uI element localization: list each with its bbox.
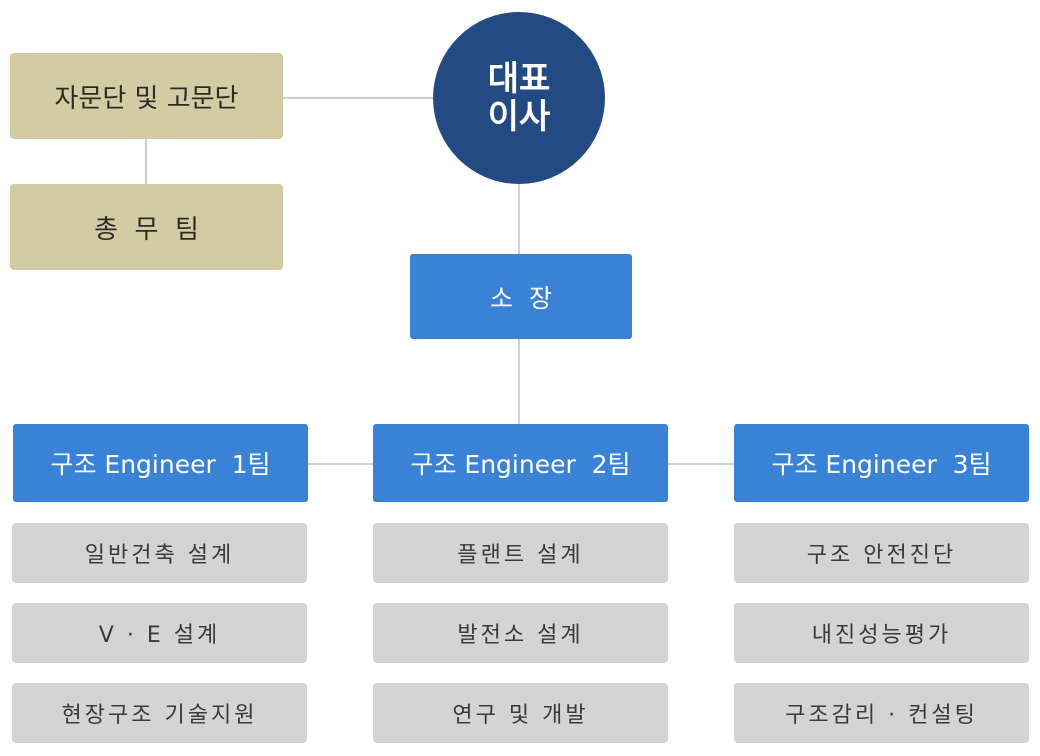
connector-advisory-general: [145, 139, 147, 184]
team-3-node: 구조 Engineer 3팀: [734, 424, 1029, 502]
advisory-node: 자문단 및 고문단: [10, 53, 283, 139]
team-1-node: 구조 Engineer 1팀: [13, 424, 308, 502]
director-node: 소 장: [410, 254, 632, 339]
ceo-label-line2: 이사: [487, 97, 551, 137]
team-1-task: 일반건축 설계: [12, 523, 307, 583]
connector-director-team2: [518, 339, 520, 424]
team-2-node: 구조 Engineer 2팀: [373, 424, 668, 502]
ceo-node: 대표 이사: [433, 12, 605, 184]
team-1-task: V · E 설계: [12, 603, 307, 663]
team-1-task: 현장구조 기술지원: [12, 683, 307, 743]
general-affairs-node: 총 무 팀: [10, 184, 283, 270]
team-2-task: 플랜트 설계: [373, 523, 668, 583]
connector-team2-team3: [667, 463, 735, 465]
team-2-task: 발전소 설계: [373, 603, 668, 663]
ceo-label-line1: 대표: [487, 59, 551, 99]
team-3-task: 구조 안전진단: [734, 523, 1029, 583]
team-3-task: 구조감리 · 컨설팅: [734, 683, 1029, 743]
connector-team1-team2: [307, 463, 374, 465]
connector-ceo-director: [518, 184, 520, 254]
connector-advisory-ceo: [283, 97, 435, 99]
team-3-task: 내진성능평가: [734, 603, 1029, 663]
team-2-task: 연구 및 개발: [373, 683, 668, 743]
